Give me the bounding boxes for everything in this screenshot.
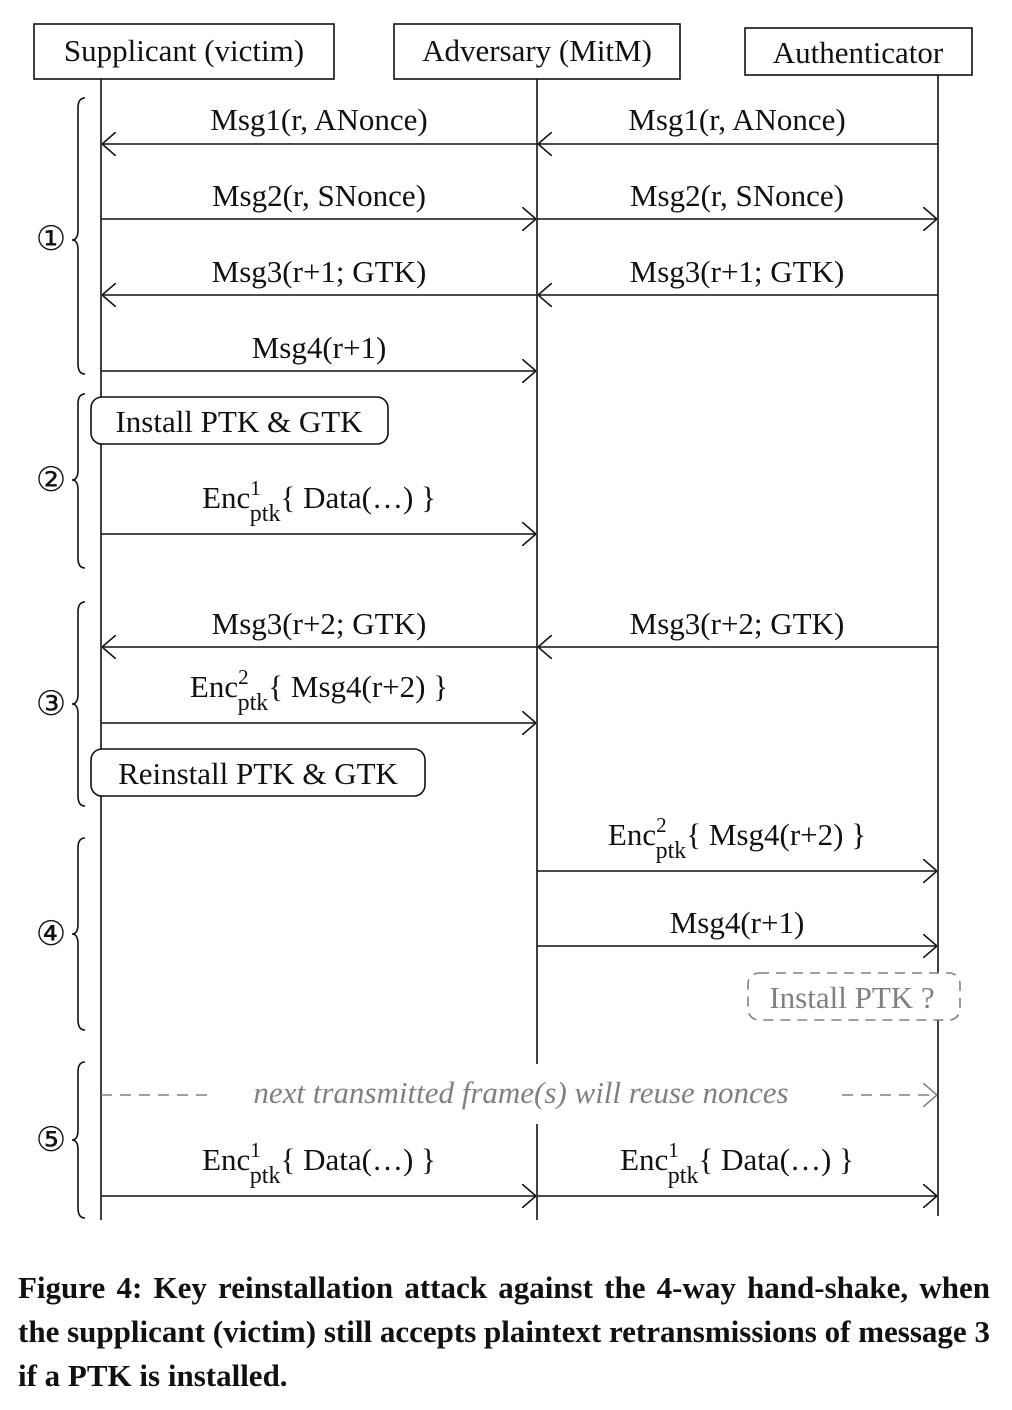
message-msg3-to-supplicant: Msg3(r+1; GTK): [102, 254, 537, 295]
enc-sup: 2: [656, 813, 667, 837]
message-msg1-to-supplicant: Msg1(r, ANonce): [102, 102, 537, 144]
note-label: next transmitted frame(s) will reuse non…: [253, 1075, 788, 1110]
participant-label: Authenticator: [773, 35, 944, 70]
phase-4: ④: [36, 837, 86, 1031]
participant-adversary: Adversary (MitM): [393, 23, 681, 80]
enc-sub: ptk: [668, 1163, 699, 1189]
message-label: Msg3(r+2; GTK): [630, 606, 845, 641]
action-install-ptk-question: Install PTK ?: [747, 972, 961, 1021]
participant-supplicant: Supplicant (victim): [33, 23, 335, 80]
phase-1: ①: [36, 97, 86, 375]
phase-number: ①: [36, 221, 66, 258]
phase-brace: [71, 837, 86, 1031]
enc-base: Enc: [202, 480, 250, 515]
message-label: Msg1(r, ANonce): [628, 102, 845, 137]
message-label: Msg2(r, SNonce): [630, 178, 844, 213]
enc-sub: ptk: [238, 690, 269, 716]
enc-payload: { Msg4(r+2) }: [686, 817, 866, 852]
enc-sub: ptk: [250, 501, 281, 527]
enc-sup: 1: [250, 476, 261, 500]
phase-brace: [71, 97, 86, 375]
enc-base: Enc: [608, 817, 656, 852]
message-msg3-r2-to-supplicant: Msg3(r+2; GTK): [102, 606, 537, 647]
action-reinstall-ptk-gtk: Reinstall PTK & GTK: [90, 748, 426, 797]
action-install-ptk-gtk: Install PTK & GTK: [90, 396, 389, 445]
phase-3: ③: [36, 601, 86, 807]
enc-sup: 1: [250, 1138, 261, 1162]
phase-number: ④: [36, 916, 66, 953]
participant-label: Adversary (MitM): [422, 33, 652, 68]
message-label: Msg3(r+1; GTK): [212, 254, 427, 289]
note-nonce-reuse: next transmitted frame(s) will reuse non…: [101, 1075, 937, 1110]
message-label: Msg3(r+2; GTK): [212, 606, 427, 641]
action-label: Reinstall PTK & GTK: [118, 756, 398, 791]
phase-number: ③: [36, 686, 66, 723]
enc-base: Enc: [202, 1142, 250, 1177]
message-msg1-to-adversary: Msg1(r, ANonce): [538, 102, 938, 144]
phase-number: ②: [36, 462, 66, 499]
enc-base: Enc: [620, 1142, 668, 1177]
message-msg3-r2-to-adversary: Msg3(r+2; GTK): [538, 606, 938, 647]
participant-label: Supplicant (victim): [64, 33, 304, 68]
phase-brace: [71, 601, 86, 807]
action-label: Install PTK ?: [769, 980, 934, 1015]
figure-caption: Figure 4: Key reinstallation attack agai…: [18, 1270, 990, 1393]
message-msg4-to-adversary: Msg4(r+1): [101, 330, 536, 371]
phase-number: ⑤: [36, 1122, 66, 1159]
message-label: Msg4(r+1): [670, 905, 805, 940]
enc-payload: { Data(…) }: [280, 1142, 435, 1177]
enc-base: Enc: [190, 669, 238, 704]
message-label: Msg2(r, SNonce): [212, 178, 426, 213]
message-msg2-to-authenticator: Msg2(r, SNonce): [537, 178, 937, 219]
message-label: Msg4(r+1): [252, 330, 387, 365]
message-label: Msg1(r, ANonce): [210, 102, 427, 137]
message-label: Msg3(r+1; GTK): [630, 254, 845, 289]
participant-authenticator: Authenticator: [744, 27, 973, 76]
message-msg4-r1-to-authenticator: Msg4(r+1): [537, 905, 937, 946]
message-msg3-to-adversary: Msg3(r+1; GTK): [538, 254, 938, 295]
enc-sup: 2: [238, 665, 249, 689]
sequence-diagram: Supplicant (victim) Adversary (MitM) Aut…: [33, 23, 973, 1220]
phase-brace: [71, 393, 86, 569]
phase-5: ⑤: [36, 1061, 86, 1219]
phase-brace: [71, 1061, 86, 1219]
enc-payload: { Data(…) }: [280, 480, 435, 515]
message-msg2-to-adversary: Msg2(r, SNonce): [101, 178, 536, 219]
enc-payload: { Data(…) }: [698, 1142, 853, 1177]
enc-sub: ptk: [250, 1163, 281, 1189]
enc-sup: 1: [668, 1138, 679, 1162]
action-label: Install PTK & GTK: [115, 404, 363, 439]
enc-payload: { Msg4(r+2) }: [268, 669, 448, 704]
enc-sub: ptk: [656, 838, 687, 864]
phase-2: ②: [36, 393, 86, 569]
